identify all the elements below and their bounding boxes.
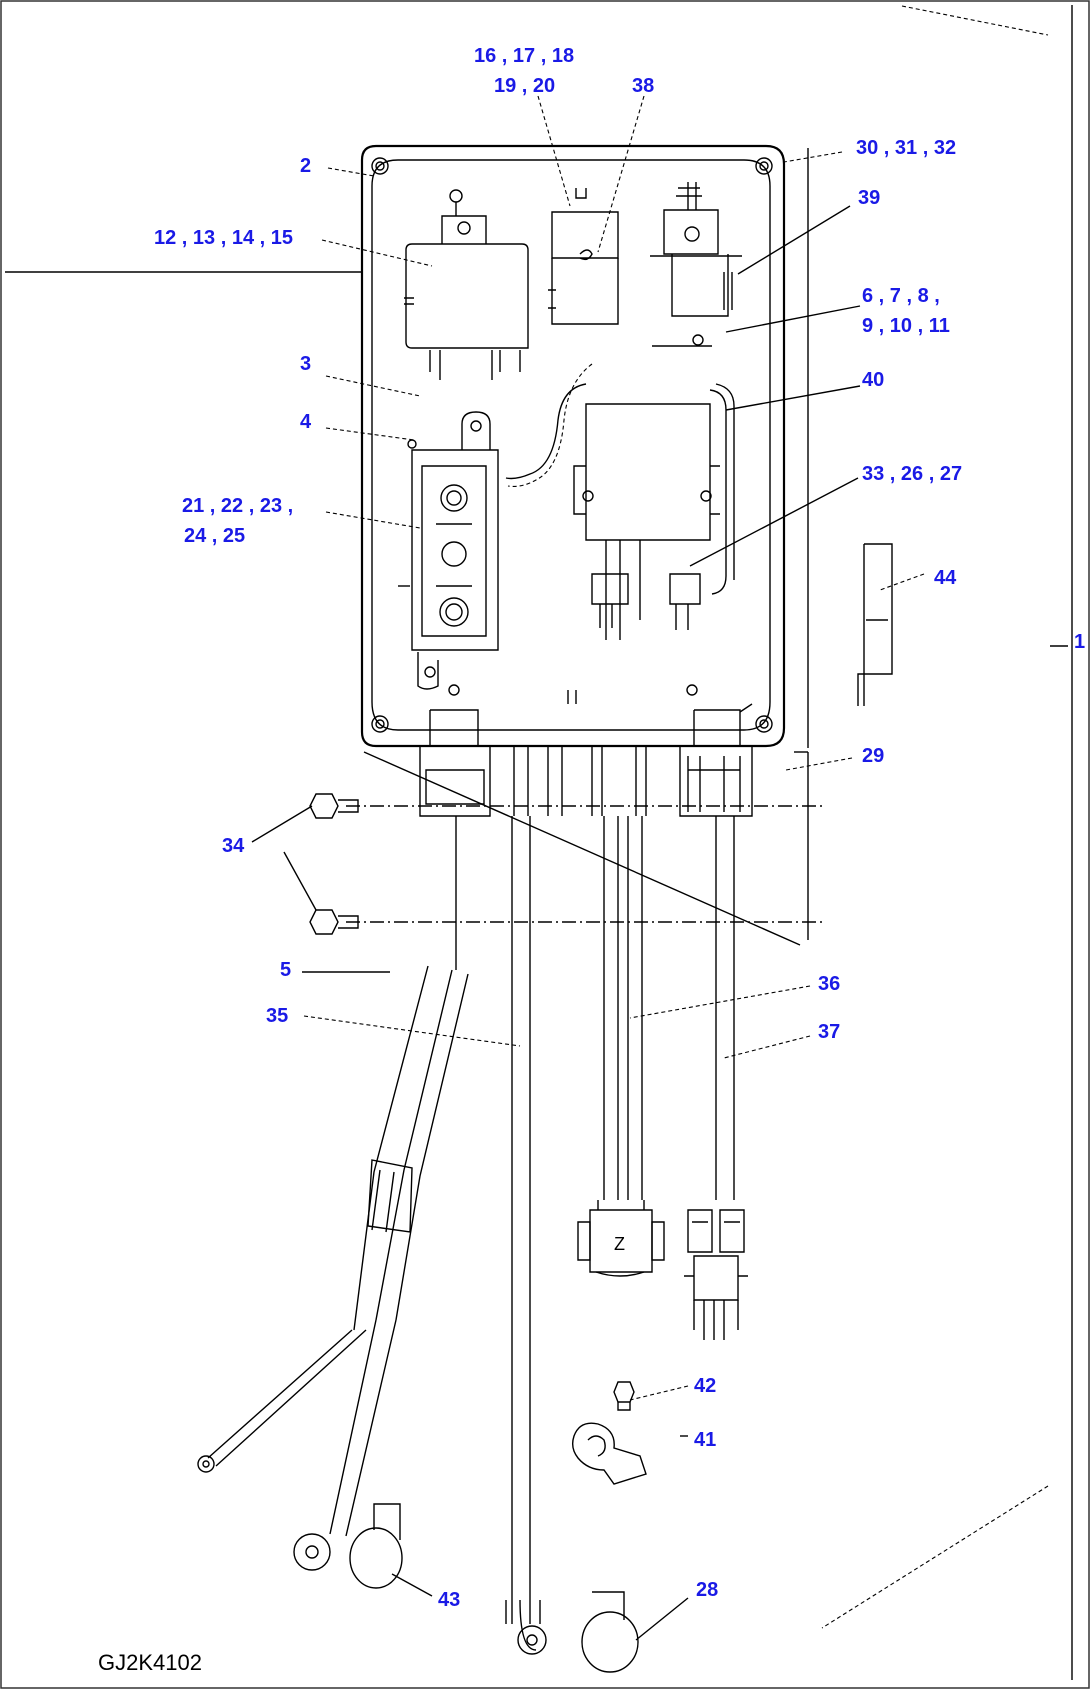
callout-30-31-32: 30 , 31 , 32 <box>856 137 956 159</box>
callout-42: 42 <box>694 1375 716 1397</box>
bracket <box>857 543 893 706</box>
callout-29: 29 <box>862 745 884 767</box>
controller-unit <box>505 363 735 640</box>
callout-38: 38 <box>632 75 654 97</box>
callout-40: 40 <box>862 369 884 391</box>
callout-37: 37 <box>818 1021 840 1043</box>
leader-lines <box>251 95 925 1641</box>
callout-33-26-27: 33 , 26 , 27 <box>862 463 962 485</box>
connector-plug <box>684 1209 748 1340</box>
connector-z: Z <box>577 1200 665 1277</box>
callout-9-10-11: 9 , 10 , 11 <box>862 315 950 337</box>
drawing-code: GJ2K4102 <box>98 1650 202 1675</box>
callout-41: 41 <box>694 1429 716 1451</box>
relay-component <box>404 189 529 380</box>
callout-44: 44 <box>934 567 957 589</box>
callout-16-17-18: 16 , 17 , 18 <box>474 45 574 67</box>
terminal-cap-43 <box>349 1503 403 1589</box>
battery-cable <box>197 965 469 1571</box>
grommet-row <box>419 746 753 817</box>
callout-21-22-23: 21 , 22 , 23 , <box>182 495 293 517</box>
callout-43: 43 <box>438 1589 460 1611</box>
wire-harness <box>455 816 735 1655</box>
callout-36: 36 <box>818 973 840 995</box>
machine-outline <box>5 5 1073 1680</box>
mounting-bolts <box>309 793 359 935</box>
callout-39: 39 <box>858 187 880 209</box>
terminal-cap-28 <box>581 1591 639 1673</box>
bottom-connectors <box>429 684 753 746</box>
callout-28: 28 <box>696 1579 718 1601</box>
callout-2: 2 <box>300 155 311 177</box>
callout-34: 34 <box>222 835 245 857</box>
fuse-holder <box>548 188 619 325</box>
callout-12-13-14-15: 12 , 13 , 14 , 15 <box>154 227 293 249</box>
callout-1: 1 <box>1074 631 1085 653</box>
callout-3: 3 <box>300 353 311 375</box>
battery-switch <box>650 182 742 347</box>
callout-24-25: 24 , 25 <box>184 525 245 547</box>
callout-35: 35 <box>266 1005 288 1027</box>
cable-clamp <box>571 1381 647 1485</box>
callout-labels: 16 , 17 , 18 19 , 20 38 2 12 , 13 , 14 ,… <box>154 45 1085 1611</box>
callout-19-20: 19 , 20 <box>494 75 555 97</box>
callout-4: 4 <box>300 411 312 433</box>
callout-6-7-8: 6 , 7 , 8 , <box>862 285 940 307</box>
callout-5: 5 <box>280 959 291 981</box>
control-box <box>360 144 786 748</box>
svg-text:Z: Z <box>614 1234 625 1254</box>
circuit-breaker <box>398 411 499 690</box>
